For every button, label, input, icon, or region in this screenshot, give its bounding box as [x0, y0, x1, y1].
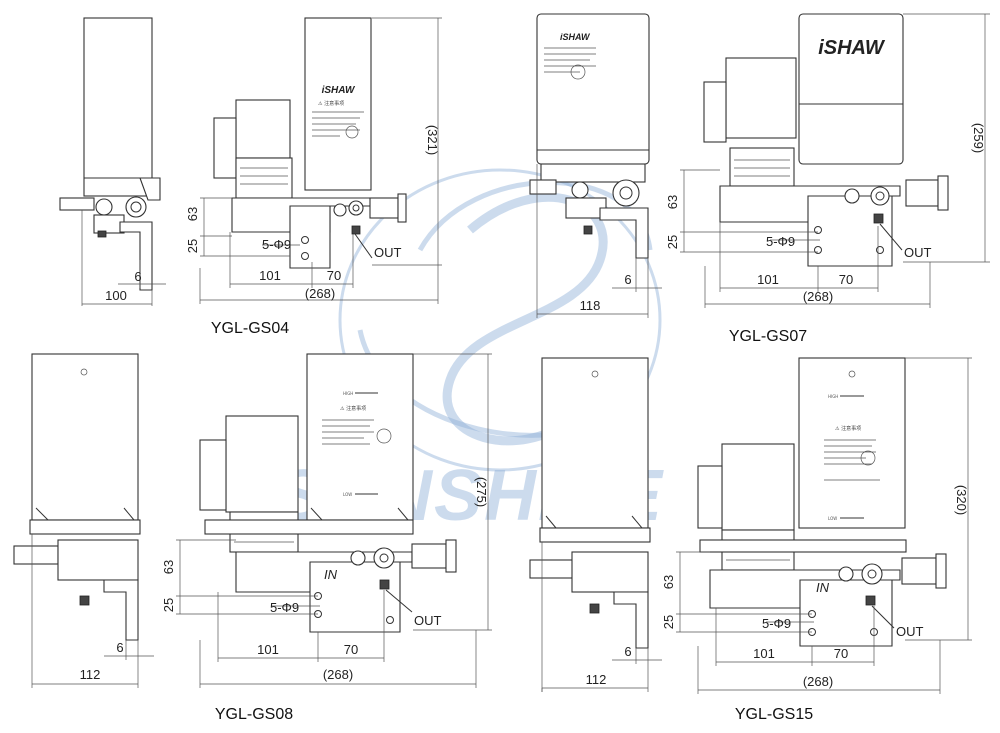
gs07-dim-6: 6	[624, 272, 631, 287]
gs08-dim-268: (268)	[323, 667, 353, 682]
gs07-caption: YGL-GS07	[729, 328, 807, 345]
gs15-dim-6: 6	[624, 644, 631, 659]
gs07-dim-70: 70	[839, 272, 853, 287]
gs08-front-view: HIGH ⚠ 注意事项 LOW IN	[199, 353, 457, 633]
view-gs07: iSHAW iSHAW	[529, 13, 990, 345]
gs15-dim-height: (320)	[954, 485, 969, 515]
gs15-high-mark: HIGH	[828, 394, 838, 399]
gs07-dim-height: (259)	[971, 123, 986, 153]
gs08-out-label: OUT	[414, 613, 442, 628]
svg-text:⚠ 注意事项: ⚠ 注意事项	[318, 100, 344, 107]
gs15-in-label: IN	[816, 580, 830, 595]
gs08-dim-width: 112	[80, 667, 101, 682]
gs15-out-label: OUT	[896, 624, 924, 639]
gs08-low-mark: LOW	[343, 492, 352, 497]
gs07-dim-width: 118	[580, 298, 601, 313]
gs08-dim-height: (275)	[474, 477, 489, 507]
gs07-dim-hole: 5-Φ9	[766, 234, 795, 249]
svg-text:⚠ 注意事项: ⚠ 注意事项	[340, 405, 366, 412]
gs15-caption: YGL-GS15	[735, 706, 813, 723]
gs04-dim-hole: 5-Φ9	[262, 237, 291, 252]
gs15-dimensions: (320) 63 25 5-Φ9 101 70 (268) 6	[541, 357, 972, 694]
gs04-dim-63: 63	[185, 207, 200, 221]
gs07-dim-268: (268)	[803, 289, 833, 304]
gs15-side-view	[529, 357, 651, 649]
gs08-high-mark: HIGH	[343, 391, 353, 396]
gs04-dim-70: 70	[327, 268, 341, 283]
svg-text:⚠ 注意事项: ⚠ 注意事项	[835, 425, 861, 432]
gs04-dim-25: 25	[185, 239, 200, 253]
view-gs04: iSHAW ⚠ 注意事项 OUT	[59, 17, 442, 337]
gs07-dim-101: 101	[757, 272, 779, 287]
gs08-in-label: IN	[324, 567, 338, 582]
gs15-front-view: HIGH ⚠ 注意事项 LOW IN	[697, 357, 947, 647]
gs04-out-label: OUT	[374, 245, 402, 260]
gs15-dim-268: (268)	[803, 674, 833, 689]
gs15-dim-63: 63	[661, 575, 676, 589]
gs04-brand-logo: iSHAW	[322, 85, 356, 96]
gs07-brand-logo: iSHAW	[818, 37, 886, 59]
gs08-dim-63: 63	[161, 560, 176, 574]
gs07-out-label: OUT	[904, 245, 932, 260]
gs07-dimensions: (259) 63 25 5-Φ9 101 70 (268) 6 1	[536, 13, 990, 318]
gs04-dim-height: (321)	[425, 125, 440, 155]
gs07-dim-25: 25	[665, 235, 680, 249]
gs04-dim-268: (268)	[305, 286, 335, 301]
gs15-dim-hole: 5-Φ9	[762, 616, 791, 631]
gs15-low-mark: LOW	[828, 516, 837, 521]
gs08-dimensions: (275) 63 25 5-Φ9 101 70 (268) 6 1	[31, 353, 492, 688]
gs08-side-view	[13, 353, 141, 641]
gs04-caption: YGL-GS04	[211, 320, 289, 337]
gs07-front-view: iSHAW OUT	[703, 13, 949, 267]
gs07-side-brand-logo: iSHAW	[560, 32, 591, 42]
gs04-dim-6: 6	[134, 269, 141, 284]
gs08-dim-hole: 5-Φ9	[270, 600, 299, 615]
gs04-dimensions: (321) 63 25 5-Φ9 101 70 (268) 6 1	[81, 17, 442, 306]
view-gs15: HIGH ⚠ 注意事项 LOW IN	[529, 357, 972, 723]
gs04-dim-101: 101	[259, 268, 281, 283]
gs08-dim-70: 70	[344, 642, 358, 657]
gs08-dim-101: 101	[257, 642, 279, 657]
gs04-front-view: iSHAW ⚠ 注意事项 OUT	[213, 17, 407, 269]
gs04-side-view	[59, 17, 161, 291]
gs07-dim-63: 63	[665, 195, 680, 209]
view-gs08: HIGH ⚠ 注意事项 LOW IN	[13, 353, 492, 723]
gs04-dim-width: 100	[105, 288, 127, 303]
gs15-dim-70: 70	[834, 646, 848, 661]
gs07-side-view: iSHAW	[529, 13, 650, 259]
gs08-dim-6: 6	[116, 640, 123, 655]
gs15-dim-width: 112	[586, 672, 607, 687]
gs08-caption: YGL-GS08	[215, 706, 293, 723]
gs15-dim-101: 101	[753, 646, 775, 661]
gs08-dim-25: 25	[161, 598, 176, 612]
gs15-dim-25: 25	[661, 615, 676, 629]
